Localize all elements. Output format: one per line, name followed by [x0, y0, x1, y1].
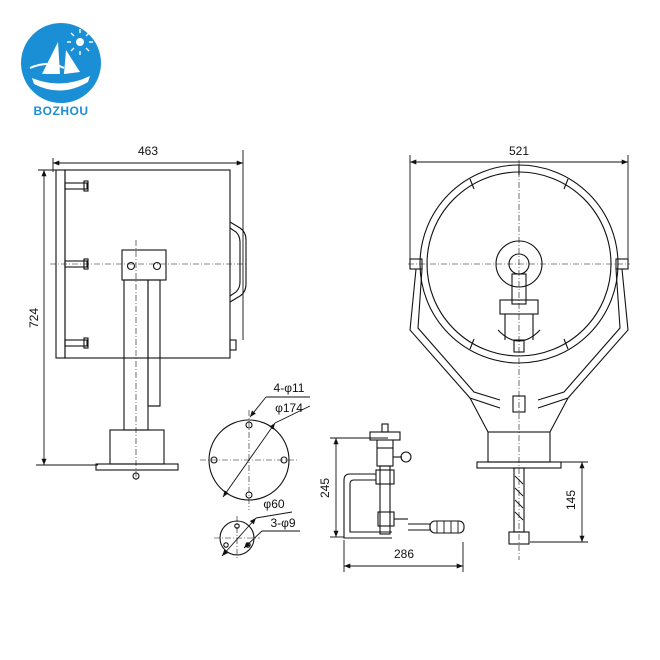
small-flange-detail: φ60 3-φ9	[214, 497, 300, 560]
dimension-front-width: 521	[509, 144, 529, 158]
yoke-arm-left	[409, 268, 501, 409]
small-flange-holes-label: 3-φ9	[270, 516, 295, 530]
ship-sail-logo-icon	[21, 23, 101, 103]
pedestal-base	[109, 429, 165, 465]
base-flange-detail: 4-φ11 φ174	[200, 381, 311, 510]
bolt-hole	[245, 542, 251, 548]
yoke-pivot-plate	[121, 249, 167, 281]
side-view: 463 724	[27, 144, 247, 480]
base-flange-holes-label: 4-φ11	[274, 381, 305, 395]
rim-clips	[469, 165, 569, 350]
bracket-shaft-collar	[376, 447, 394, 467]
dimension-bracket-width: 286	[394, 547, 414, 561]
bolt-hole	[280, 456, 288, 464]
rear-handle	[229, 221, 247, 303]
yoke-arm-right	[537, 268, 629, 409]
dimension-side-height: 724	[27, 308, 41, 328]
dimension-base-height: 145	[564, 490, 578, 510]
small-flange-pcd-label: φ60	[263, 497, 284, 511]
dimension-bracket-height: 245	[318, 478, 332, 498]
front-view: 521	[408, 144, 630, 560]
dimension-side-width: 463	[138, 144, 158, 158]
bracket-shaft	[379, 465, 391, 535]
bolt-hole	[223, 542, 229, 548]
bracket-view: 245 286	[318, 423, 465, 572]
base-plate	[95, 463, 179, 471]
base-flange-pcd-label: φ174	[275, 401, 303, 415]
locking-knob	[400, 451, 412, 463]
bracket-grip-handle	[429, 520, 465, 534]
rim-clamp-bolts	[64, 180, 89, 349]
bolt-hole	[210, 456, 218, 464]
bracket-l-arm	[343, 473, 392, 539]
brand-name: BOZHOU	[33, 104, 89, 118]
bracket-top-fork	[369, 431, 401, 441]
